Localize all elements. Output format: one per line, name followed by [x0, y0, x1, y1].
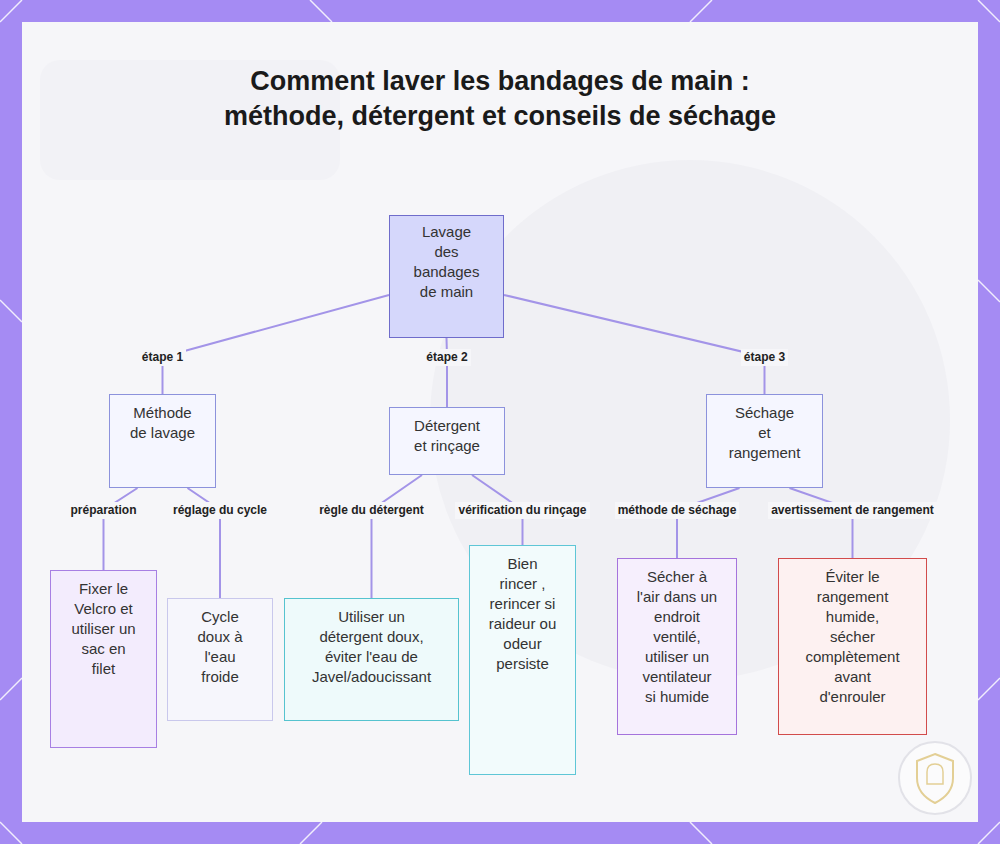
node-text: Éviter le rangement humide, sécher compl…	[803, 567, 903, 707]
logo-glove	[927, 764, 943, 784]
connector-line	[790, 488, 853, 558]
edge-label: étape 1	[139, 349, 186, 366]
connector-line	[372, 475, 423, 598]
root-box: Lavage des bandages de main	[389, 215, 504, 338]
node-text: Fixer le Velcro et utiliser un sac en fi…	[70, 579, 138, 679]
frame-stripe	[978, 822, 1000, 844]
node-text: Bien rincer , rerincer si raideur ou ode…	[488, 554, 558, 674]
node-text: Utiliser un détergent doux, éviter l'eau…	[308, 607, 436, 687]
edge-label: réglage du cycle	[170, 502, 270, 519]
tip-box: Fixer le Velcro et utiliser un sac en fi…	[50, 570, 157, 748]
connector-line	[163, 295, 390, 394]
diagram-title: Comment laver les bandages de main : mét…	[210, 64, 790, 134]
node-text: Cycle doux à l'eau froide	[189, 607, 251, 687]
edge-label: méthode de séchage	[615, 502, 740, 519]
tip-box: Utiliser un détergent doux, éviter l'eau…	[284, 598, 459, 721]
logo-shield	[917, 754, 953, 803]
node-text: Lavage des bandages de main	[411, 222, 483, 302]
step-box: Séchage et rangement	[706, 394, 823, 488]
edge-label: étape 2	[423, 349, 470, 366]
node-text: Séchage et rangement	[728, 403, 802, 463]
step-box: Détergent et rinçage	[389, 407, 505, 475]
frame-stripe	[0, 300, 22, 322]
frame-stripe	[0, 678, 22, 700]
edge-label: étape 3	[741, 349, 788, 366]
edge-label: avertissement de rangement	[768, 502, 937, 519]
step-box: Méthode de lavage	[109, 394, 216, 488]
edge-label: règle du détergent	[316, 502, 427, 519]
edge-label: préparation	[67, 502, 139, 519]
node-text: Méthode de lavage	[128, 403, 198, 443]
connector-line	[677, 488, 740, 558]
brand-logo	[899, 742, 971, 814]
tip-box: Sécher à l'air dans un endroit ventilé, …	[617, 558, 737, 735]
tip-box: Bien rincer , rerincer si raideur ou ode…	[469, 545, 576, 775]
logo-circle	[899, 742, 971, 814]
connector-line	[104, 488, 138, 570]
edge-label: vérification du rinçage	[455, 502, 589, 519]
frame-stripe	[978, 280, 1000, 302]
warning-box: Éviter le rangement humide, sécher compl…	[778, 558, 927, 735]
frame-stripe	[0, 0, 22, 22]
frame-stripe	[0, 822, 22, 844]
frame-stripe	[300, 822, 322, 844]
frame-stripe	[310, 0, 332, 22]
frame-stripe	[690, 0, 712, 22]
frame-stripe	[690, 822, 712, 844]
tip-box: Cycle doux à l'eau froide	[167, 598, 273, 721]
node-text: Sécher à l'air dans un endroit ventilé, …	[636, 567, 718, 707]
inner-ground	[22, 22, 978, 822]
node-text: Détergent et rinçage	[409, 416, 485, 456]
connector-line	[504, 295, 765, 394]
frame-stripe	[978, 0, 1000, 22]
frame-stripe	[978, 678, 1000, 700]
